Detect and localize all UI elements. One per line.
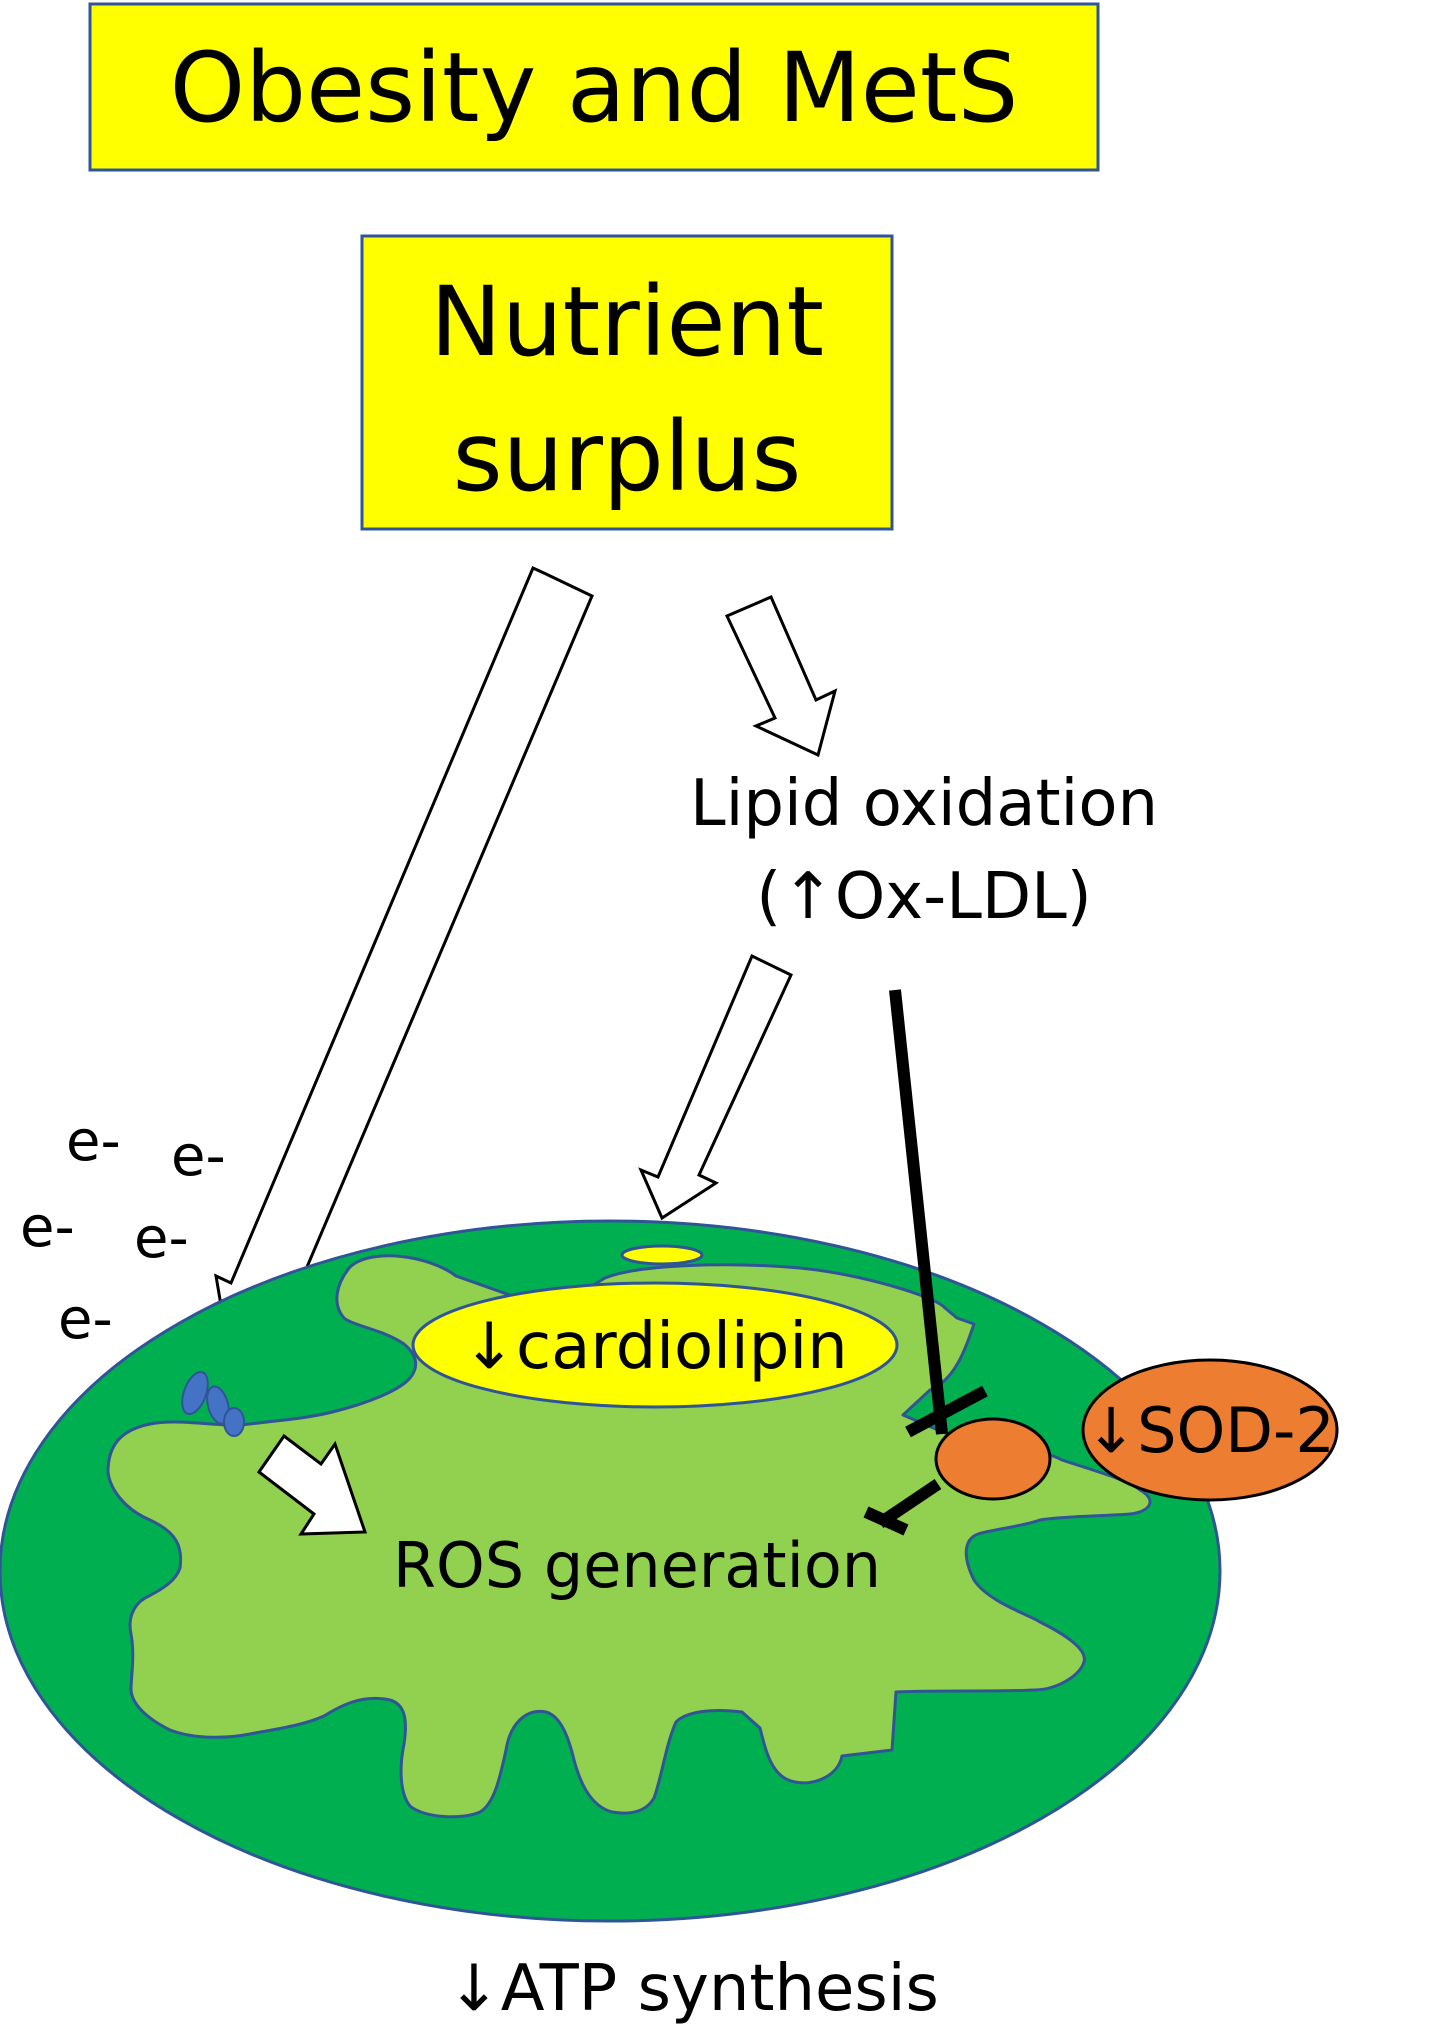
lipid-to-cardiolipin-arrow: [638, 953, 793, 1221]
sod2-label: ↓SOD-2: [1085, 1394, 1335, 1467]
sod2-node: ↓SOD-2: [1081, 1358, 1339, 1502]
cardiolipin-node: ↓cardiolipin: [411, 1281, 899, 1409]
electron-label: e-: [66, 1109, 121, 1174]
oxldl-inhibits-sod-line: [889, 989, 988, 1438]
electron-label: e-: [58, 1287, 113, 1352]
mitochondrial-matrix: [106, 1254, 1152, 1819]
nutrient-label-line2: surplus: [453, 401, 802, 513]
sod2-protein-icon: [934, 1417, 1052, 1501]
ox-ldl-label: (↑Ox-LDL): [756, 860, 1092, 934]
etc-complex-icon: [181, 1370, 245, 1437]
ros-generation-label: ROS generation: [393, 1529, 881, 1602]
sod-inhibits-ros-line: [863, 1479, 942, 1536]
atp-synthesis-label: ↓ATP synthesis: [447, 1952, 939, 2026]
etc-to-ros-arrow: [256, 1433, 368, 1536]
electron-label: e-: [134, 1206, 189, 1271]
electron-label: e-: [20, 1195, 75, 1260]
obesity-mets-label: Obesity and MetS: [170, 32, 1019, 144]
cardiolipin-label: ↓cardiolipin: [462, 1310, 847, 1384]
nutrient-to-lipid-arrow: [724, 595, 838, 758]
obesity-mets-box: Obesity and MetS: [88, 2, 1100, 172]
lipid-oxidation-label: Lipid oxidation: [690, 767, 1158, 841]
nutrient-surplus-box: Nutrient surplus: [360, 234, 894, 531]
cardiolipin-small-icon: [620, 1244, 704, 1266]
electron-cluster: e- e- e- e- e-: [20, 1109, 226, 1352]
nutrient-label-line1: Nutrient: [430, 266, 824, 378]
electron-label: e-: [171, 1124, 226, 1189]
